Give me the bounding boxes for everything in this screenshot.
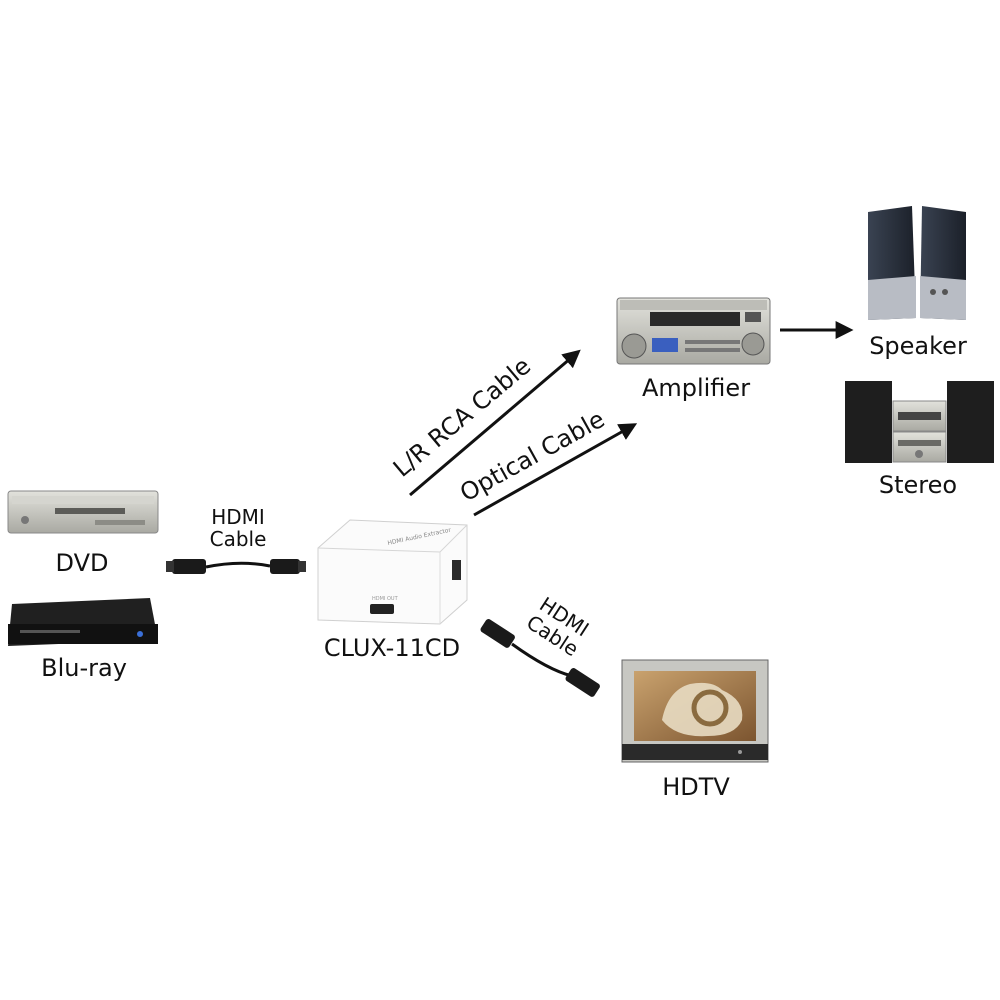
dvd-player — [7, 490, 159, 534]
bluray-player — [8, 598, 158, 646]
stereo-label: Stereo — [879, 471, 957, 499]
hdtv-label: HDTV — [662, 773, 730, 801]
hdmi-cable-in — [166, 559, 306, 574]
hdtv — [621, 659, 769, 763]
amplifier — [616, 297, 771, 365]
hdmi-in-label-line1: HDMI — [211, 505, 265, 529]
amplifier-label: Amplifier — [642, 374, 750, 402]
hdmi-in-label-line2: Cable — [210, 527, 267, 551]
clux-11cd-box: HDMI Audio Extractor HDMI OUT — [317, 519, 468, 625]
stereo-system — [845, 381, 994, 463]
dvd-label: DVD — [56, 549, 109, 577]
optical-arrow — [473, 423, 638, 517]
rca-arrow — [409, 349, 581, 497]
clux-11cd-label: CLUX-11CD — [324, 634, 460, 662]
hdmi-cable-out — [480, 619, 600, 697]
bluray-label: Blu-ray — [41, 654, 127, 682]
extractor-port-label: HDMI OUT — [372, 596, 399, 602]
speaker-label: Speaker — [869, 332, 967, 360]
speakers — [868, 206, 966, 320]
